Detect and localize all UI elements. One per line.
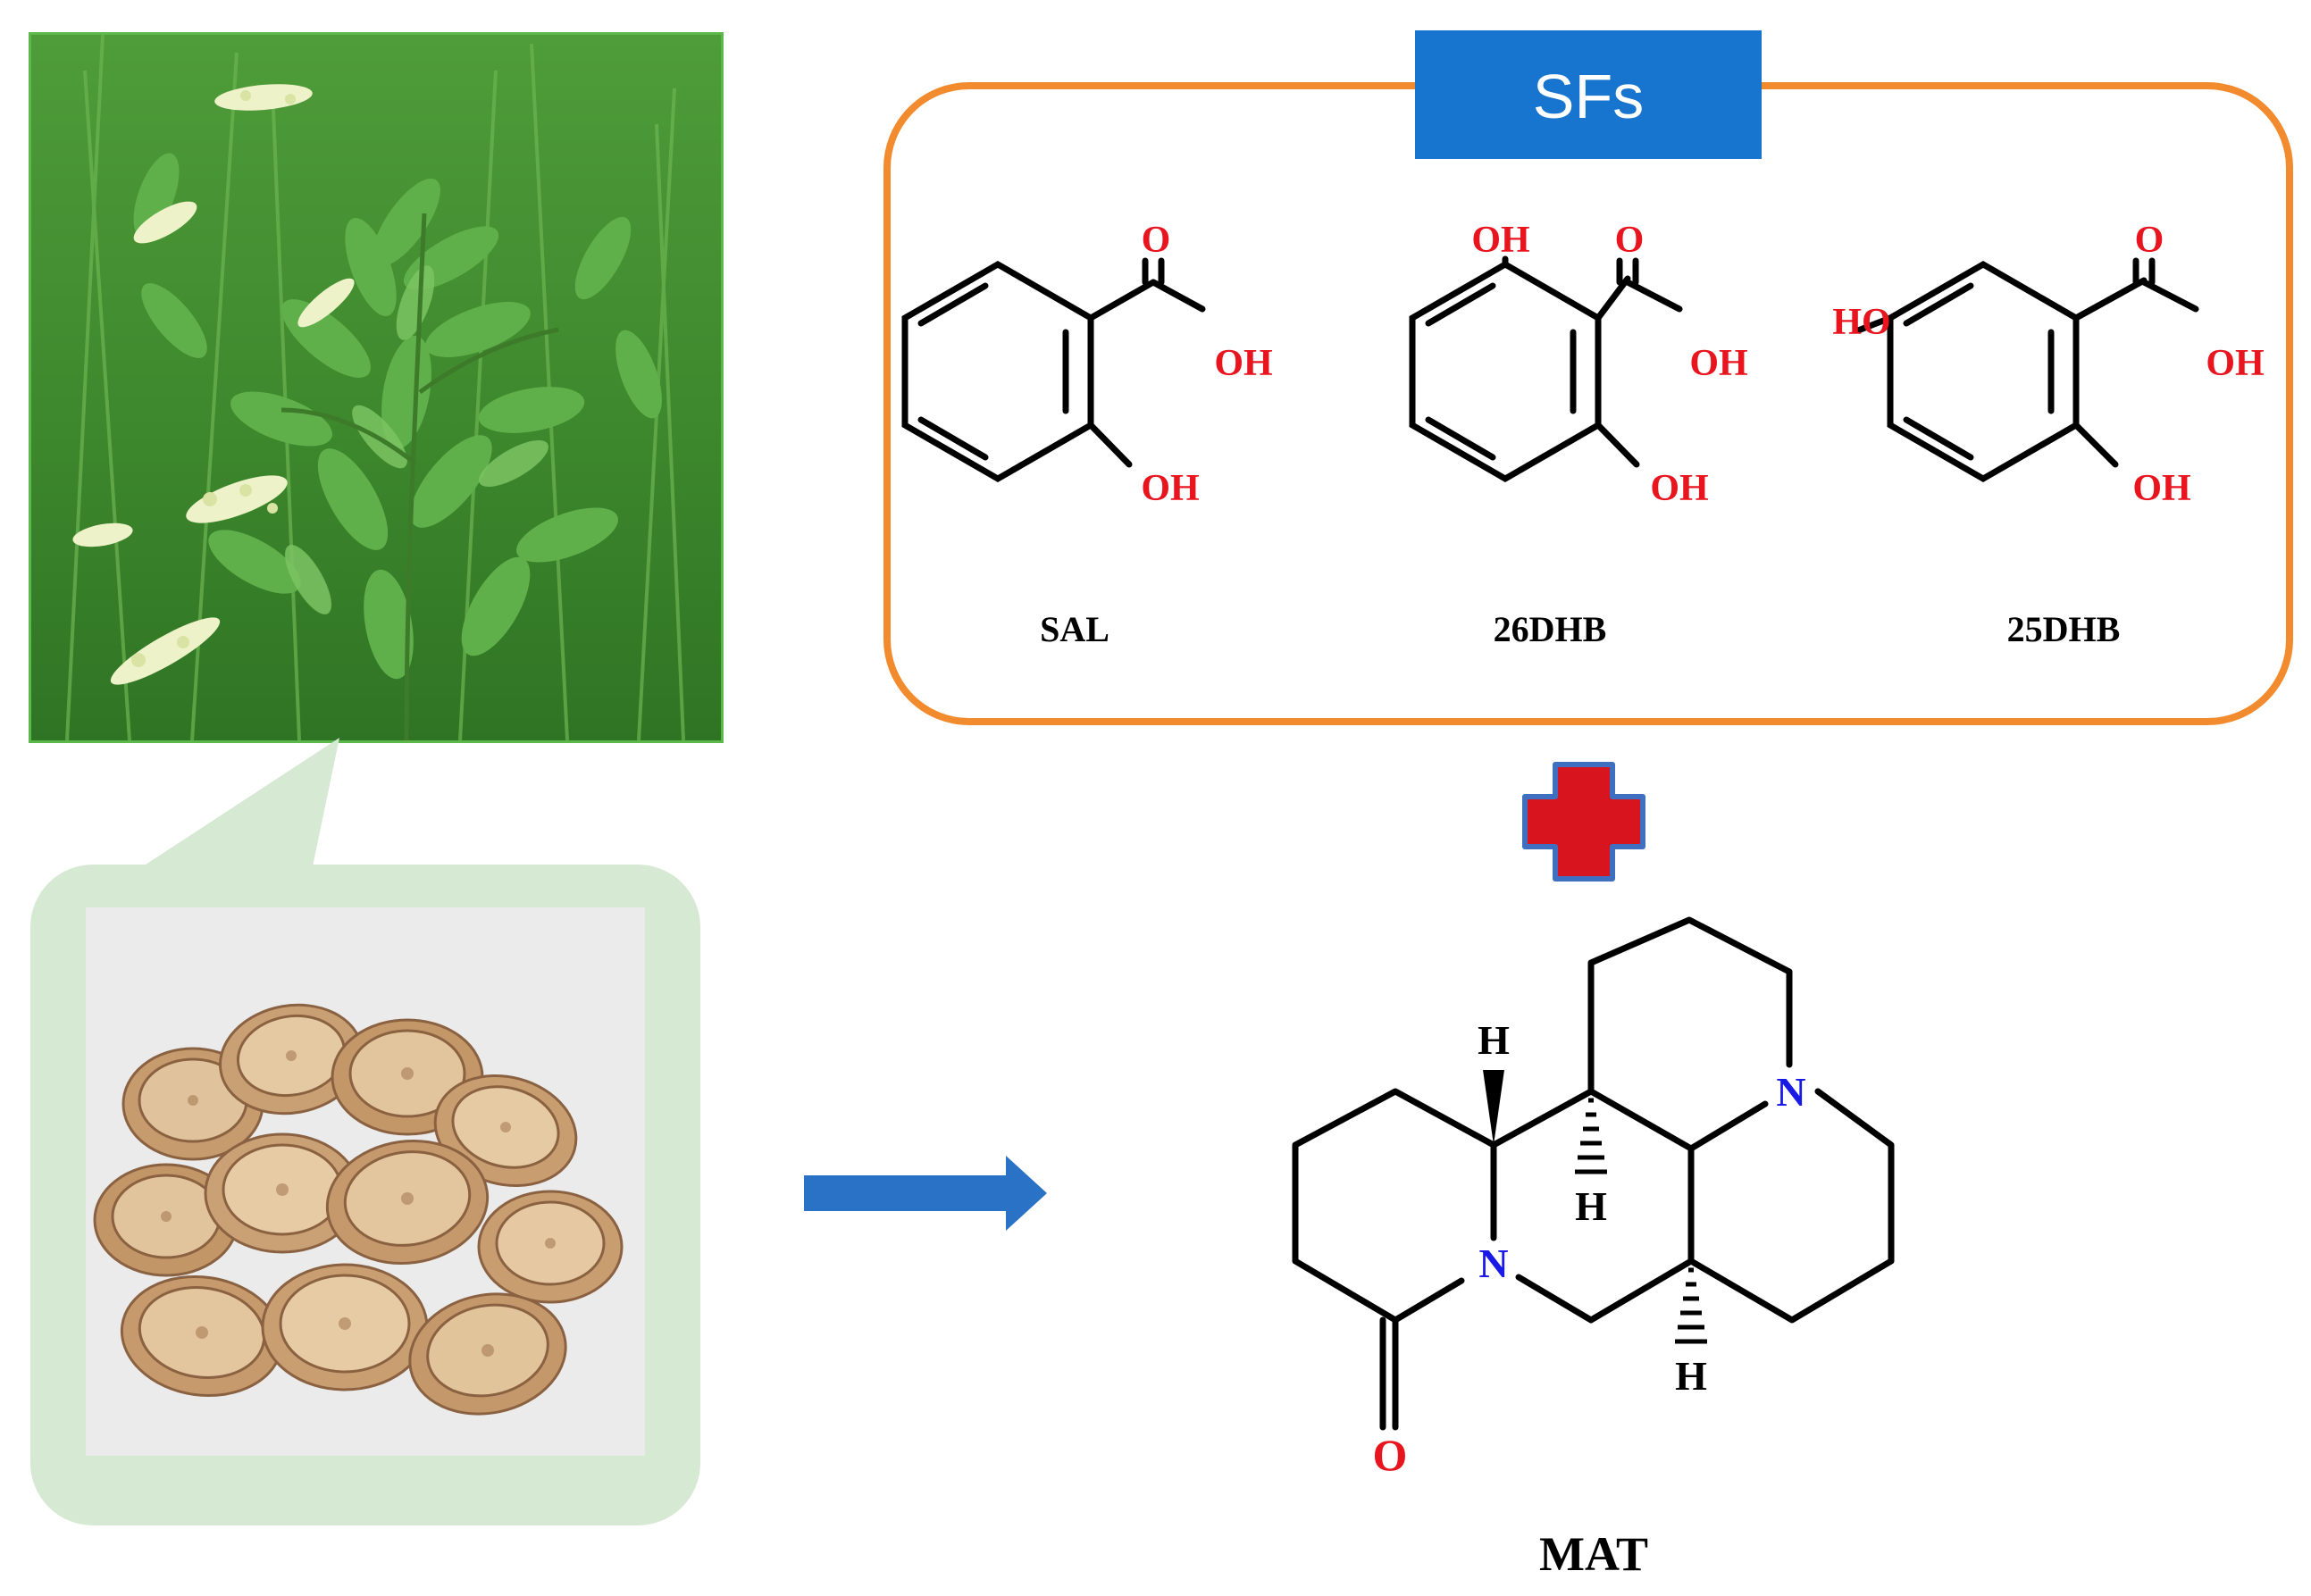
mat-h1: H: [1478, 1017, 1510, 1063]
mat-n-top: N: [1776, 1069, 1805, 1115]
26dhb-ring-oh: OH: [1650, 468, 1708, 509]
mat-h3: H: [1675, 1353, 1707, 1399]
25dhb-carbonyl-o: O: [2135, 220, 2164, 261]
sal-name: SAL: [1040, 609, 1109, 649]
root-slices-illustration: [86, 907, 645, 1456]
mat-n-bottom: N: [1478, 1241, 1508, 1286]
25dhb-acid-oh: OH: [2206, 343, 2264, 384]
sal-carbonyl-o: O: [1142, 220, 1171, 261]
25dhb-name: 25DHB: [2007, 609, 2121, 649]
plant-illustration: [31, 35, 721, 740]
plant-photo: [29, 32, 724, 743]
sal-ring-oh: OH: [1141, 468, 1199, 509]
26dhb-acid-oh: OH: [1689, 343, 1747, 384]
mat-h2: H: [1575, 1183, 1607, 1229]
root-slices-photo: [86, 907, 645, 1456]
sal-acid-oh: OH: [1214, 343, 1272, 384]
compound-26dhb: [1409, 255, 1683, 483]
sfs-label: SFs: [1533, 62, 1644, 131]
mat-name: MAT: [1539, 1527, 1648, 1581]
mat-hash-h2: [1575, 1098, 1607, 1174]
compound-sal: [901, 257, 1206, 483]
26dhb-carbonyl-o: O: [1615, 220, 1645, 261]
arrow-right-icon: [804, 1156, 1047, 1231]
25dhb-ho: HO: [1832, 302, 1890, 343]
mat-hash-h3: [1675, 1267, 1707, 1344]
26dhb-name: 26DHB: [1494, 609, 1607, 649]
mat-wedge-h1: [1483, 1070, 1504, 1145]
sfs-label-box: [1415, 30, 1762, 159]
plus-icon: [1522, 762, 1645, 882]
compound-mat: [1292, 916, 1895, 1431]
mat-carbonyl-o: O: [1373, 1430, 1408, 1480]
26dhb-top-oh: OH: [1471, 220, 1529, 261]
25dhb-ring-oh: OH: [2132, 468, 2190, 509]
compound-25dhb: [1855, 257, 2199, 483]
